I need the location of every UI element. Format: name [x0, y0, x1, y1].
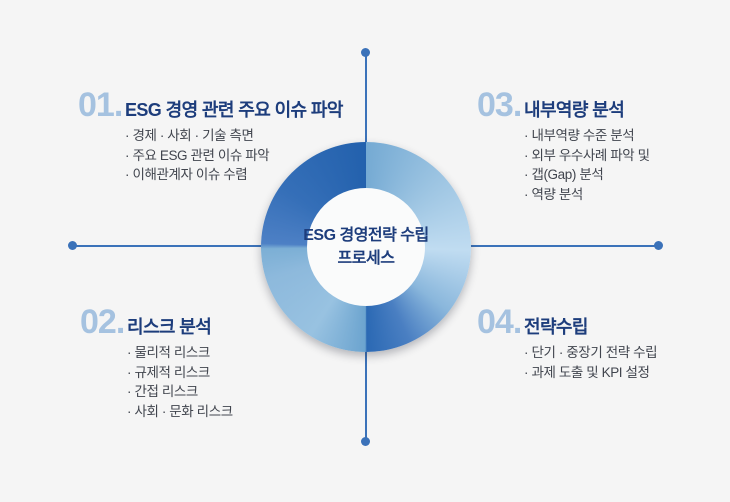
section-04-item-list: · 단기 · 중장기 전략 수립 · 과제 도출 및 KPI 설정 [524, 343, 658, 382]
section-02-item-list: · 물리적 리스크 · 규제적 리스크 · 간접 리스크 · 사회 · 문화 리… [127, 343, 233, 421]
list-item: · 외부 우수사례 파악 및 [524, 147, 650, 163]
donut-inner-circle [307, 188, 425, 306]
list-item: · 내부역량 수준 분석 [524, 128, 635, 143]
section-01-title: ESG 경영 관련 주요 이슈 파악 [125, 100, 343, 120]
section-03-number: 03. [477, 86, 522, 124]
list-item: · 간접 리스크 [127, 384, 198, 399]
section-04-number: 04. [477, 303, 522, 341]
section-03: 03. 내부역량 분석 · 내부역량 수준 분석 · 외부 우수사례 파악 및 … [477, 86, 650, 204]
section-01-item-list: · 경제 · 사회 · 기술 측면 · 주요 ESG 관련 이슈 파악 · 이해… [125, 126, 343, 185]
list-item: · 규제적 리스크 [127, 364, 210, 380]
section-02-title: 리스크 분석 [127, 317, 212, 337]
list-item: · 과제 도출 및 KPI 설정 [524, 364, 650, 380]
list-item: · 물리적 리스크 [127, 345, 210, 360]
section-04: 04. 전략수립 · 단기 · 중장기 전략 수립 · 과제 도출 및 KPI … [477, 303, 658, 382]
section-03-title: 내부역량 분석 [524, 100, 625, 120]
list-item: · 경제 · 사회 · 기술 측면 [125, 128, 254, 143]
list-item: · 역량 분석 [524, 186, 583, 202]
center-label-line1: ESG 경영전략 수립 [303, 227, 429, 244]
process-donut-ring: ESG 경영전략 수립 프로세스 [261, 142, 471, 352]
top-endpoint-dot [361, 48, 370, 57]
list-item: · 단기 · 중장기 전략 수립 [524, 345, 658, 360]
section-01: 01. ESG 경영 관련 주요 이슈 파악 · 경제 · 사회 · 기술 측면… [78, 86, 343, 185]
left-endpoint-dot [68, 241, 77, 250]
right-endpoint-dot [654, 241, 663, 250]
section-04-title: 전략수립 [524, 317, 588, 337]
list-item: · 사회 · 문화 리스크 [127, 403, 233, 419]
list-item: · 갭(Gap) 분석 [524, 167, 604, 182]
center-label: ESG 경영전략 수립 프로세스 [261, 142, 471, 352]
section-02-number: 02. [80, 303, 125, 341]
bottom-endpoint-dot [361, 437, 370, 446]
section-03-item-list: · 내부역량 수준 분석 · 외부 우수사례 파악 및 · 갭(Gap) 분석 … [524, 126, 650, 204]
list-item: · 이해관계자 이슈 수렴 [125, 167, 248, 182]
center-label-line2: 프로세스 [337, 250, 395, 267]
list-item: · 주요 ESG 관련 이슈 파악 [125, 147, 270, 163]
section-02: 02. 리스크 분석 · 물리적 리스크 · 규제적 리스크 · 간접 리스크 … [80, 303, 233, 421]
section-01-number: 01. [78, 86, 123, 124]
